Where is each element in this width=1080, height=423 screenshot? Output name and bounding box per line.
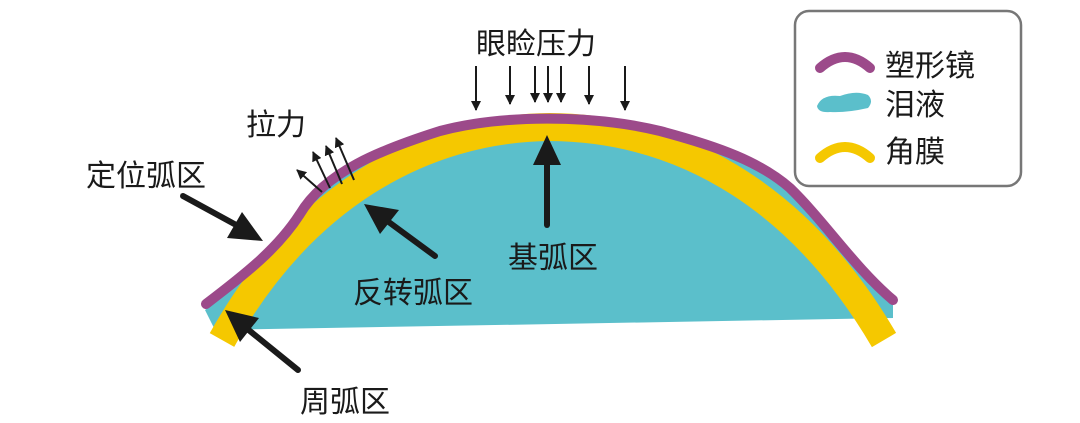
legend-tear-label: 泪液 [885, 88, 945, 123]
legend-lens-label: 塑形镜 [885, 49, 975, 84]
tension-arrow [312, 151, 331, 189]
alignment-zone-label: 定位弧区 [86, 159, 206, 194]
base-zone-arrow [533, 135, 561, 228]
peripheral-zone-label: 周弧区 [300, 385, 390, 420]
reverse-zone-arrow [364, 204, 438, 259]
legend-tear-swatch [817, 92, 871, 113]
peripheral-zone-arrow [225, 310, 301, 373]
tension-arrow [334, 137, 355, 181]
legend-cornea-swatch [815, 142, 875, 163]
cornea-layer [209, 112, 897, 348]
legend-lens-swatch [815, 52, 875, 73]
alignment-zone-arrow [180, 193, 263, 241]
tension-arrow [296, 169, 323, 193]
reverse-zone-label: 反转弧区 [353, 276, 473, 311]
pointer-arrows [180, 135, 561, 373]
tension-label: 拉力 [246, 108, 306, 143]
eyelid-pressure-arrows [471, 66, 630, 111]
lens-layer [201, 113, 898, 309]
eyelid-pressure-label: 眼睑压力 [476, 27, 596, 62]
legend: 塑形镜 泪液 角膜 [793, 9, 1023, 188]
legend-cornea-label: 角膜 [885, 135, 945, 170]
base-zone-label: 基弧区 [508, 241, 598, 276]
tension-arrows [296, 137, 355, 193]
tension-arrow [324, 145, 343, 185]
